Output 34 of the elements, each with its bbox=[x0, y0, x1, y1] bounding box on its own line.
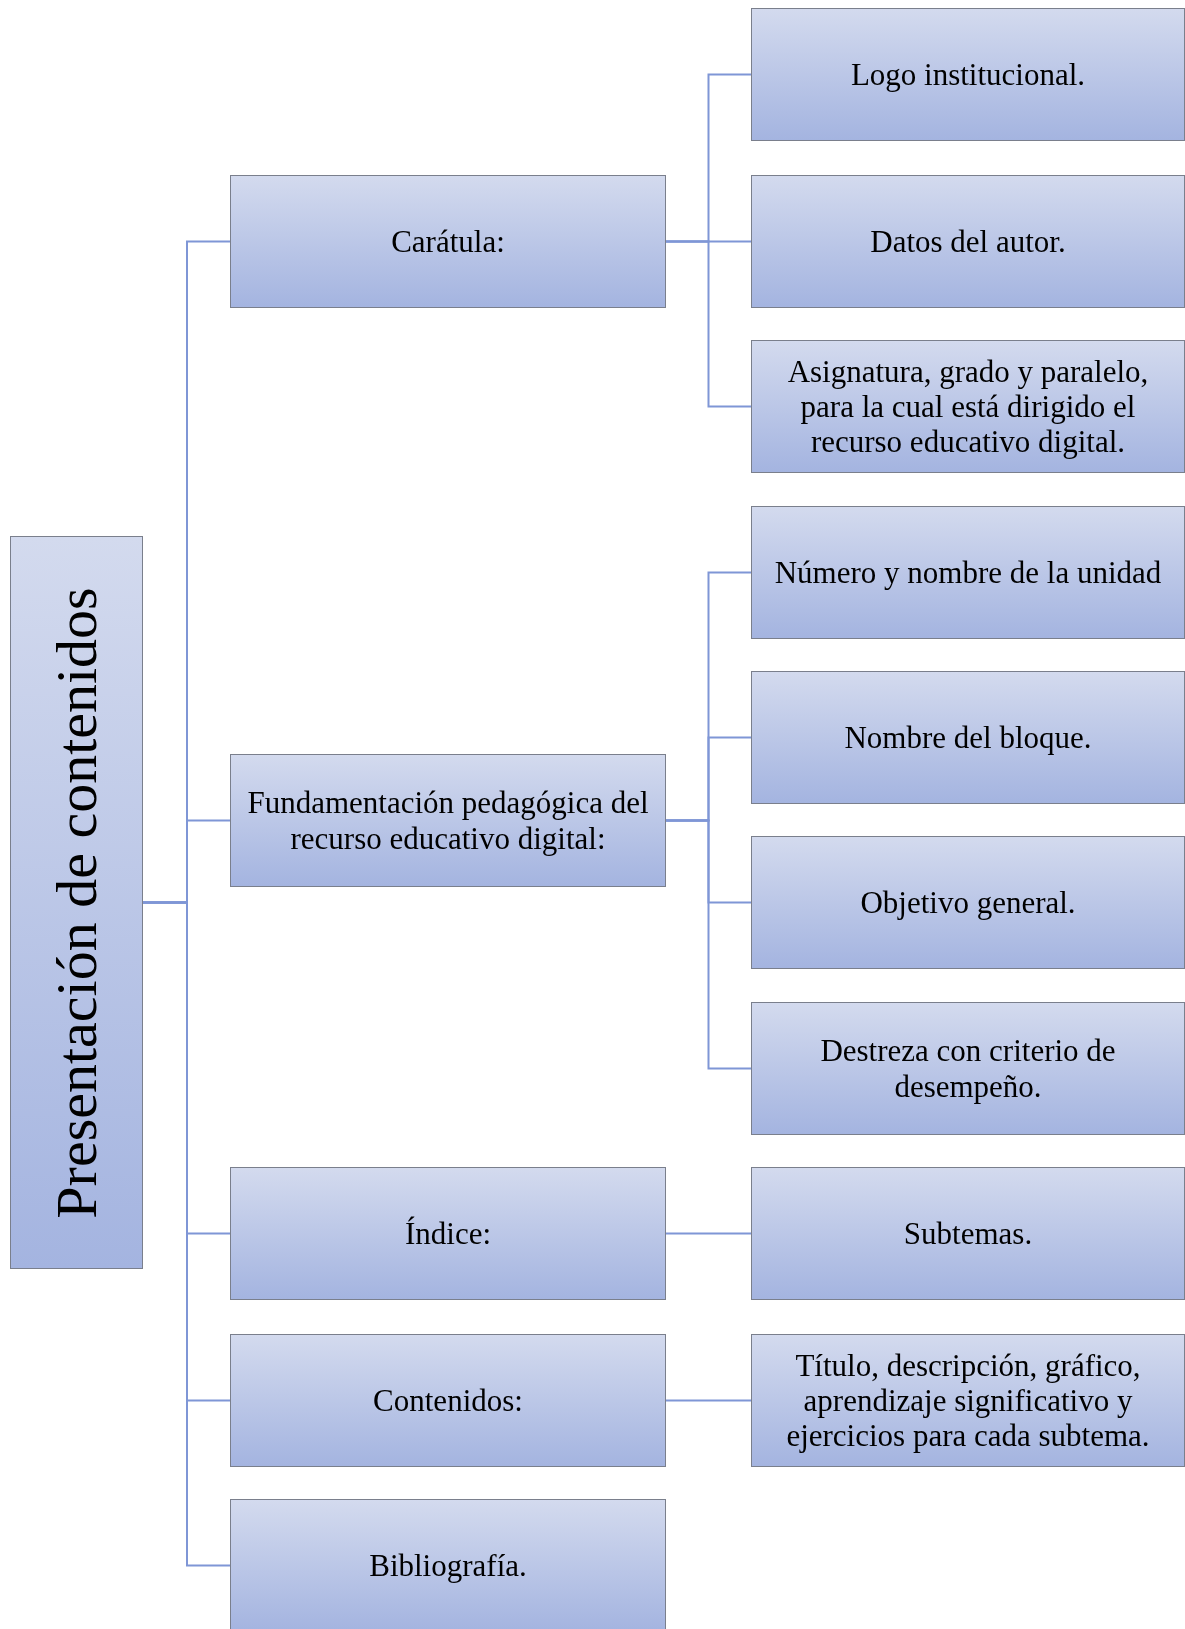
topic-box bbox=[751, 1167, 1185, 1300]
topic-label: Nombre del bloque. bbox=[843, 720, 1093, 755]
topic-label: Fundamentación pedagógica del recurso educativo digital: bbox=[246, 785, 650, 856]
topic-box bbox=[751, 1002, 1185, 1135]
connector-line bbox=[665, 819, 752, 1070]
topic-box bbox=[751, 8, 1185, 141]
topic-box bbox=[230, 1334, 666, 1467]
topic-box bbox=[230, 175, 666, 308]
topic-label: Carátula: bbox=[390, 224, 506, 259]
topic-label: Datos del autor. bbox=[869, 224, 1067, 259]
connector-line bbox=[665, 240, 752, 408]
topic-label: Subtemas. bbox=[902, 1216, 1034, 1251]
topic-box bbox=[751, 340, 1185, 473]
topic-box bbox=[751, 175, 1185, 308]
topic-label: Destreza con criterio de desempeño. bbox=[819, 1033, 1117, 1104]
connector-line bbox=[665, 1232, 752, 1235]
topic-box bbox=[230, 1167, 666, 1300]
topic-box bbox=[751, 1334, 1185, 1467]
topic-label: Bibliografía. bbox=[368, 1548, 528, 1583]
topic-label: Título, descripción, gráfico, aprendizaje significativo y ejercicios para cada subtema. bbox=[785, 1347, 1151, 1453]
topic-label: Número y nombre de la unidad bbox=[773, 555, 1163, 590]
topic-box bbox=[230, 1499, 666, 1629]
root-box bbox=[10, 536, 143, 1269]
topic-label: Contenidos: bbox=[372, 1383, 524, 1418]
topic-box bbox=[751, 836, 1185, 969]
topic-label: Índice: bbox=[403, 1216, 493, 1251]
topic-label: Asignatura, grado y paralelo, para la cual está dirigido el recurso educativo digital. bbox=[786, 353, 1150, 459]
topic-box bbox=[751, 506, 1185, 639]
root-title: Presentación de contenidos bbox=[43, 586, 110, 1219]
topic-box bbox=[230, 754, 666, 887]
topic-box bbox=[751, 671, 1185, 804]
connector-line bbox=[665, 1399, 752, 1402]
topic-label: Logo institucional. bbox=[849, 57, 1087, 92]
topic-label: Objetivo general. bbox=[859, 885, 1077, 920]
